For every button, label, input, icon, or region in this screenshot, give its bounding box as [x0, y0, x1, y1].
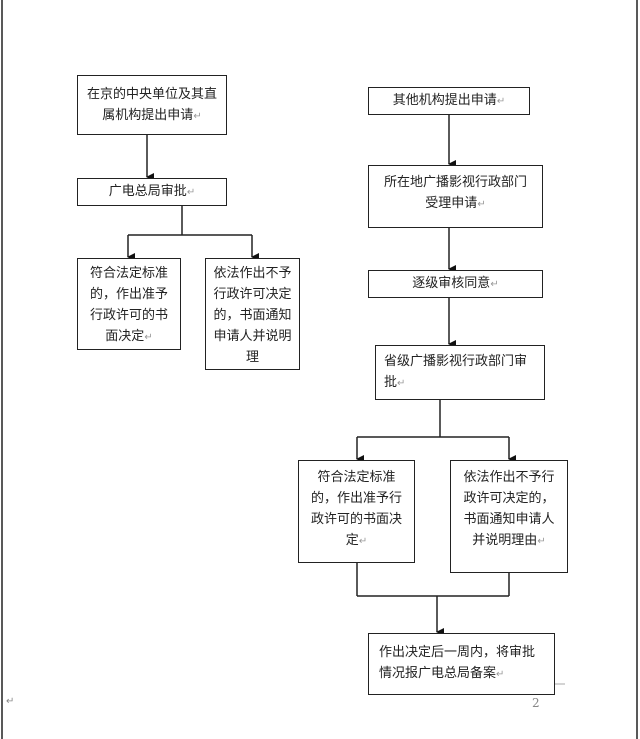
right-levels-box: 逐级审核同意↵ — [368, 270, 543, 298]
box-text: 依法作出不予行政许可决定的，书面通知申请人并说明理 — [213, 266, 292, 365]
paragraph-mark: ↵ — [186, 187, 196, 198]
page-number: 2 — [532, 696, 540, 710]
right-reject-box: 依法作出不予行政许可决定的，书面通知申请人并说明理由↵ — [450, 460, 568, 573]
left-approve-box: 符合法定标准的，作出准予行政许可的书面决定↵ — [77, 258, 181, 350]
right-approve-box: 符合法定标准的，作出准予行政许可的书面决定↵ — [298, 460, 415, 563]
box-text: 广电总局审批 — [108, 184, 187, 199]
paragraph-mark: ↵ — [144, 332, 153, 343]
right-province-box: 省级广播影视行政部门审批↵ — [375, 345, 545, 400]
left-start-box: 在京的中央单位及其直属机构提出申请↵ — [77, 75, 227, 135]
paragraph-mark: ↵ — [496, 669, 505, 680]
box-text: 符合法定标准的，作出准予行政许可的书面决定 — [310, 470, 402, 548]
box-text: 符合法定标准的，作出准予行政许可的书面决定 — [89, 266, 168, 344]
right-start-box: 其他机构提出申请↵ — [368, 87, 530, 115]
paragraph-mark: ↵ — [358, 536, 368, 547]
box-text: 省级广播影视行政部门审批 — [384, 354, 528, 390]
paragraph-mark: ↵ — [490, 279, 499, 290]
paragraph-mark: ↵ — [496, 96, 506, 107]
paragraph-mark: ↵ — [6, 696, 15, 707]
box-text: 作出决定后一周内，将审批情况报广电总局备案 — [379, 645, 536, 681]
left-reject-box: 依法作出不予行政许可决定的，书面通知申请人并说明理 — [205, 258, 300, 370]
right-final-box: 作出决定后一周内，将审批情况报广电总局备案↵ — [368, 633, 555, 695]
paragraph-mark: ↵ — [477, 199, 486, 210]
box-text: 在京的中央单位及其直属机构提出申请 — [86, 87, 217, 123]
box-text: 依法作出不予行政许可决定的，书面通知申请人并说明理由 — [463, 470, 555, 548]
left-review-box: 广电总局审批↵ — [77, 178, 227, 206]
paragraph-mark: ↵ — [397, 378, 406, 389]
paragraph-mark: ↵ — [537, 536, 546, 547]
box-text: 其他机构提出申请 — [392, 93, 497, 108]
box-text: 逐级审核同意 — [412, 276, 491, 291]
paragraph-mark: ↵ — [193, 111, 202, 122]
box-text: 所在地广播影视行政部门受理申请 — [383, 175, 527, 211]
right-accept-box: 所在地广播影视行政部门受理申请↵ — [368, 165, 543, 228]
